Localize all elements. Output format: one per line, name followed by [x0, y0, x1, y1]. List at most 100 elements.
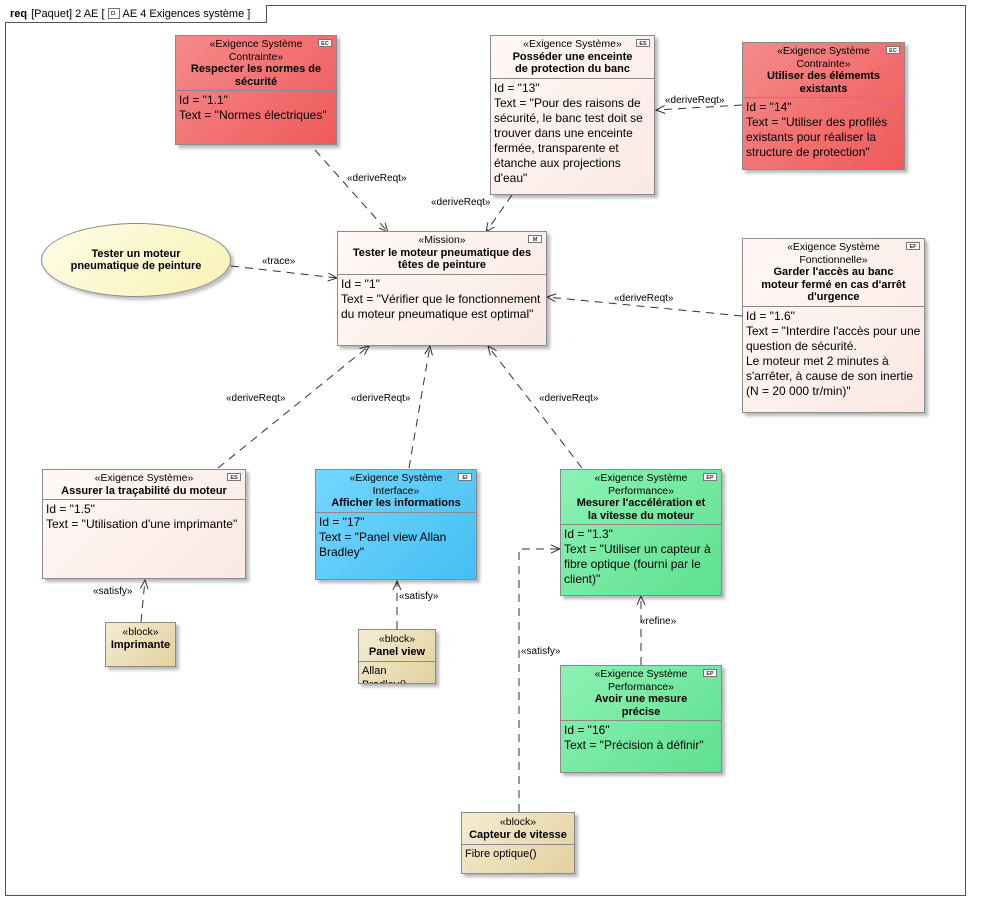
req-afficher-tag-icon: EI — [458, 473, 472, 481]
block-imprimante[interactable]: «block» Imprimante — [105, 622, 176, 667]
block-imprimante-name: Imprimante — [110, 638, 171, 651]
link-derive-elements[interactable] — [656, 104, 743, 110]
req-normes-stereotype: «Exigence Système Contrainte» — [209, 38, 303, 63]
req-arret-properties: Id = "1.6" Text = "Interdire l'accès pou… — [743, 307, 924, 401]
req-precise-tag-icon: EP — [703, 669, 717, 677]
req-enceinte-properties: Id = "13" Text = "Pour des raisons de sé… — [491, 79, 654, 188]
req-afficher-stereotype: «Exigence Système Interface» — [349, 472, 443, 497]
label-satisfy-capteur: «satisfy» — [521, 646, 561, 657]
block-panel-name: Panel view — [368, 645, 426, 658]
block-capteur-operation: Fibre optique() — [465, 848, 537, 860]
req-arret-name: Garder l'accès au banc moteur fermé en c… — [761, 266, 906, 303]
req-mesurer-acceleration[interactable]: EP «Exigence Système Performance» Mesure… — [560, 469, 722, 596]
use-case-name: Tester un moteur pneumatique de peinture — [70, 247, 202, 273]
link-derive-enceinte[interactable] — [486, 194, 513, 232]
label-derive-normes: «deriveReqt» — [347, 173, 407, 184]
label-derive-tracabilite: «deriveReqt» — [226, 393, 286, 404]
diagram-name: AE 4 Exigences système — [122, 8, 245, 20]
req-normes-id: Id = "1.1" — [179, 93, 228, 107]
link-trace-usecase[interactable] — [230, 265, 337, 278]
req-precise-name: Avoir une mesure précise — [594, 693, 688, 718]
req-mesurer-text: Text = "Utiliser un capteur à fibre opti… — [564, 542, 711, 586]
block-imprimante-header: «block» Imprimante — [106, 623, 175, 654]
diagram-frame — [5, 5, 966, 896]
block-panel-header: «block» Panel view — [359, 630, 435, 662]
mission-properties: Id = "1" Text = "Vérifier que le fonctio… — [338, 275, 546, 324]
req-elements-id: Id = "14" — [746, 100, 792, 114]
label-satisfy-imprimante: «satisfy» — [93, 586, 133, 597]
link-derive-tracabilite[interactable] — [217, 346, 369, 469]
block-capteur-header: «block» Capteur de vitesse — [462, 813, 574, 845]
block-capteur-operations: Fibre optique() — [462, 845, 574, 863]
diagram-icon — [107, 8, 120, 19]
req-arret-id: Id = "1.6" — [746, 308, 795, 323]
req-mesurer-header: EP «Exigence Système Performance» Mesure… — [561, 470, 721, 525]
req-normes-text: Text = "Normes électriques" — [179, 108, 327, 122]
req-enceinte-stereotype: «Exigence Système» — [523, 38, 622, 50]
req-normes-tag-icon: EC — [318, 39, 332, 47]
req-tracabilite-text: Text = "Utilisation d'une imprimante" — [46, 517, 238, 531]
block-capteur-vitesse[interactable]: «block» Capteur de vitesse Fibre optique… — [461, 812, 575, 874]
block-capteur-name: Capteur de vitesse — [469, 828, 567, 841]
label-derive-afficher: «deriveReqt» — [351, 393, 411, 404]
diagram-kind: req — [10, 8, 28, 20]
req-normes-name: Respecter les normes de sécurité — [190, 63, 322, 88]
req-afficher-header: EI «Exigence Système Interface» Afficher… — [316, 470, 476, 513]
req-enceinte-id: Id = "13" — [494, 80, 540, 95]
req-enceinte-name: Posséder une enceinte de protection du b… — [512, 50, 633, 76]
link-satisfy-imprimante[interactable] — [141, 580, 145, 623]
diagram-close-bracket: ] — [247, 8, 251, 20]
block-panel-operations: Allan Bradley() — [359, 662, 435, 683]
mission-stereotype: «Mission» — [418, 234, 466, 246]
req-arret-header: EF «Exigence Système Fonctionnelle» Gard… — [743, 239, 924, 307]
link-derive-arret[interactable] — [547, 297, 743, 317]
req-tracabilite-name: Assurer la traçabilité du moteur — [61, 484, 227, 497]
req-posseder-enceinte[interactable]: ES «Exigence Système» Posséder une encei… — [490, 35, 655, 195]
label-derive-elements: «deriveReqt» — [665, 95, 725, 106]
req-mesurer-tag-icon: EP — [703, 473, 717, 481]
req-mesurer-stereotype: «Exigence Système Performance» — [594, 472, 688, 497]
req-elements-name: Utiliser des élémemts existants — [766, 70, 881, 95]
req-utiliser-elements[interactable]: EC «Exigence Système Contrainte» Utilise… — [742, 42, 905, 170]
req-enceinte-text: Text = "Pour des raisons de sécurité, le… — [494, 95, 643, 185]
req-mesure-precise[interactable]: EP «Exigence Système Performance» Avoir … — [560, 665, 722, 773]
req-afficher-informations[interactable]: EI «Exigence Système Interface» Afficher… — [315, 469, 477, 580]
block-panel-operation: Allan Bradley() — [362, 665, 407, 683]
block-capteur-stereotype: «block» — [499, 816, 537, 828]
req-tracabilite-properties: Id = "1.5" Text = "Utilisation d'une imp… — [43, 500, 245, 534]
req-elements-tag-icon: EC — [886, 46, 900, 54]
req-elements-stereotype: «Exigence Système Contrainte» — [777, 45, 870, 70]
link-derive-normes[interactable] — [314, 149, 388, 232]
use-case-tester-moteur[interactable]: Tester un moteur pneumatique de peinture — [41, 223, 231, 297]
req-precise-text: Text = "Précision à définir" — [564, 738, 704, 752]
block-panel-stereotype: «block» — [378, 633, 416, 645]
req-elements-text: Text = "Utiliser des profilés existants … — [746, 115, 888, 159]
req-respecter-normes[interactable]: EC «Exigence Système Contrainte» Respect… — [175, 35, 337, 145]
req-precise-properties: Id = "16" Text = "Précision à définir" — [561, 721, 721, 755]
req-afficher-id: Id = "17" — [319, 514, 365, 529]
diagram-frame-tab: req[Paquet] 2 AE [AE 4 Exigences système… — [5, 5, 268, 23]
link-derive-afficher[interactable] — [408, 346, 430, 469]
req-arret-text-line2: Le moteur met 2 minutes à s'arrêter, à c… — [746, 353, 914, 398]
label-derive-mesurer: «deriveReqt» — [539, 393, 599, 404]
req-assurer-tracabilite[interactable]: ES «Exigence Système» Assurer la traçabi… — [42, 469, 246, 579]
block-imprimante-stereotype: «block» — [122, 626, 159, 638]
req-tracabilite-id: Id = "1.5" — [46, 502, 95, 516]
req-elements-properties: Id = "14" Text = "Utiliser des profilés … — [743, 98, 904, 162]
link-derive-mesurer[interactable] — [488, 346, 583, 469]
req-mesurer-id: Id = "1.3" — [564, 527, 613, 541]
label-derive-arret: «deriveReqt» — [614, 293, 674, 304]
link-satisfy-capteur[interactable] — [518, 549, 560, 812]
req-garder-acces-ferme[interactable]: EF «Exigence Système Fonctionnelle» Gard… — [742, 238, 925, 413]
label-trace: «trace» — [262, 256, 296, 267]
mission-id: Id = "1" — [341, 276, 380, 291]
mission-tag-icon: M — [528, 235, 542, 243]
mission-tester-moteur[interactable]: M «Mission» Tester le moteur pneumatique… — [337, 231, 547, 346]
mission-text: Text = "Vérifier que le fonctionnement d… — [341, 291, 541, 321]
req-enceinte-header: ES «Exigence Système» Posséder une encei… — [491, 36, 654, 79]
req-afficher-text: Text = "Panel view Allan Bradley" — [319, 529, 447, 559]
req-afficher-properties: Id = "17" Text = "Panel view Allan Bradl… — [316, 513, 476, 562]
block-panel-view[interactable]: «block» Panel view Allan Bradley() — [358, 629, 436, 684]
req-arret-tag-icon: EF — [906, 242, 920, 250]
